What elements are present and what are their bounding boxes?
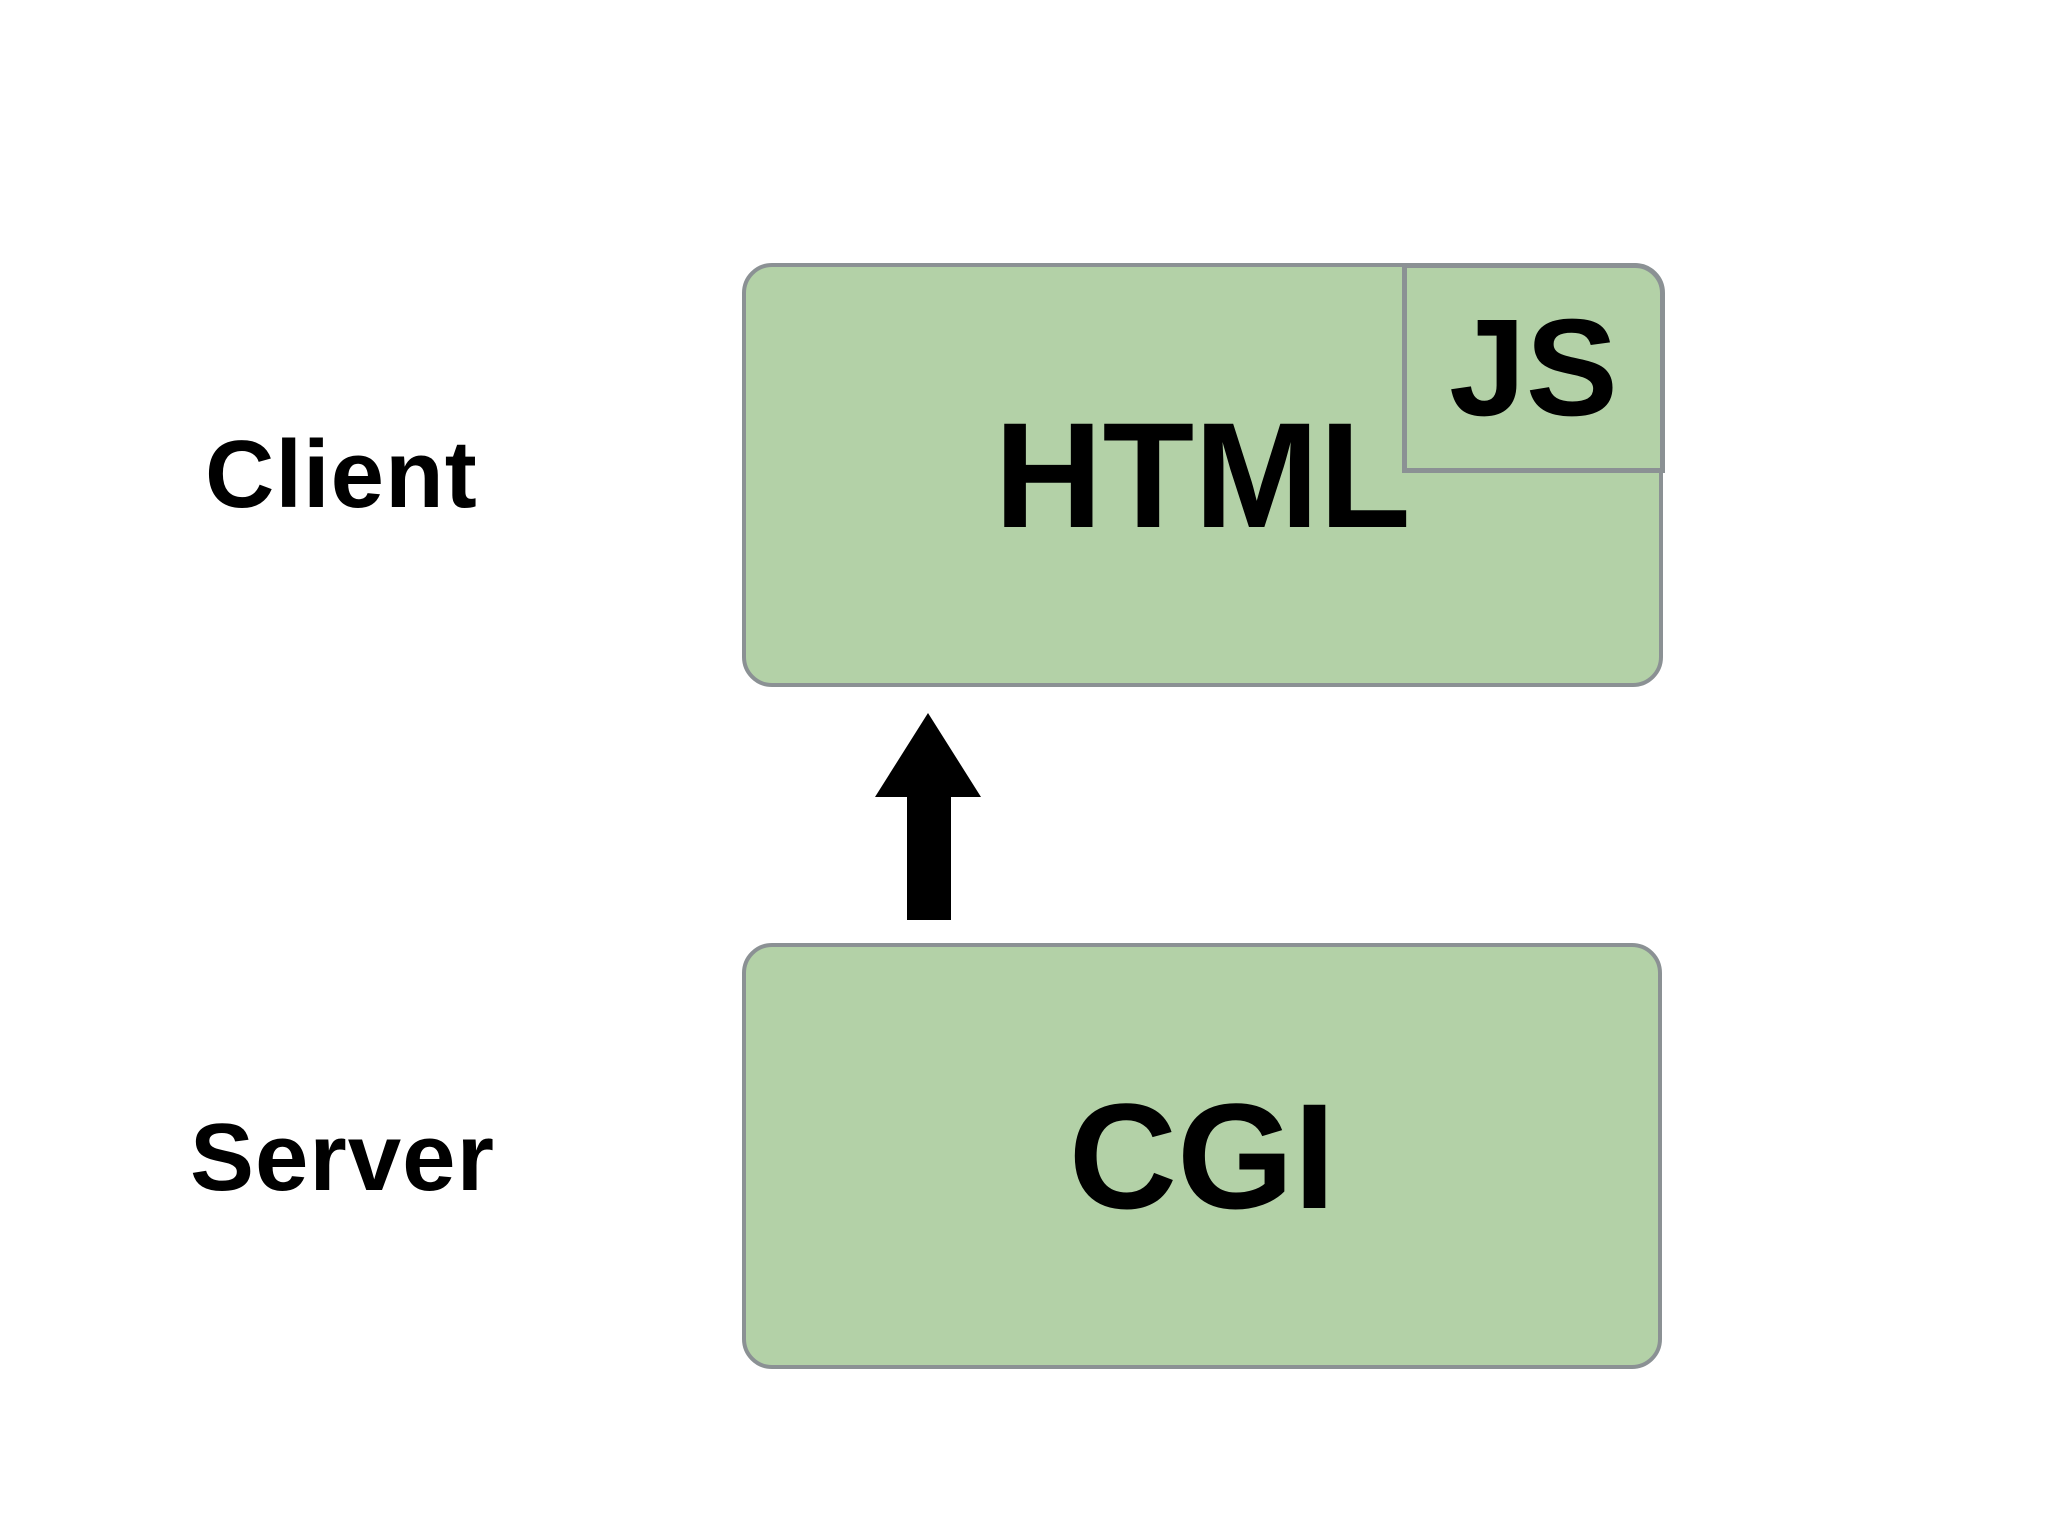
client-tier-label: Client [205, 421, 478, 528]
html-node-label: HTML [994, 390, 1411, 559]
js-node-box: JS [1402, 263, 1665, 473]
cgi-node-label: CGI [1068, 1071, 1336, 1240]
server-tier-label: Server [190, 1104, 495, 1211]
js-node-label: JS [1449, 290, 1618, 445]
cgi-node-box: CGI [742, 943, 1662, 1369]
